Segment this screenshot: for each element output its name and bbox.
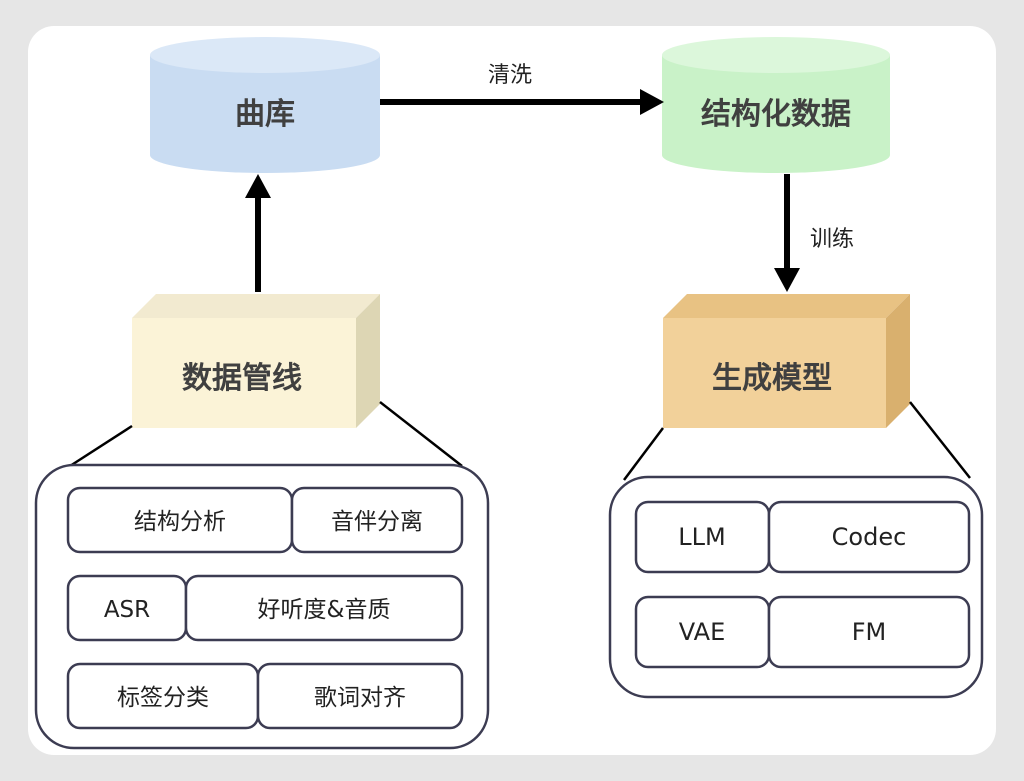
pipeline-item-label: 标签分类: [117, 685, 209, 711]
model-item-codec: [767, 500, 971, 574]
pipeline-item-label: ASR: [104, 597, 150, 623]
pipeline-box-side: [356, 294, 380, 428]
structured-cylinder-top: [662, 37, 890, 73]
model-item-fm: [767, 595, 971, 669]
model-label: 生成模型: [712, 361, 832, 396]
library-label: 曲库: [235, 97, 295, 132]
train-arrowhead: [774, 268, 800, 292]
model-connector-left: [623, 427, 664, 481]
model-item-label: Codec: [832, 523, 907, 551]
clean-edge-label: 清洗: [488, 63, 532, 88]
clean-arrowhead: [640, 89, 664, 115]
pipeline-to-library-arrowhead: [245, 174, 271, 198]
pipeline-item-source-separation: [290, 486, 464, 554]
pipeline-item-label: 好听度&音质: [258, 597, 391, 623]
model-box-top: [663, 294, 910, 318]
pipeline-connector-left: [69, 424, 133, 468]
structured-cylinder-body: [662, 55, 890, 173]
structured-data-cylinder: 结构化数据: [662, 37, 890, 173]
model-box-side: [886, 294, 910, 428]
pipeline-box: 数据管线: [132, 294, 380, 428]
pipeline-item-quality: [184, 574, 464, 642]
library-cylinder-body: [150, 55, 380, 173]
model-box: 生成模型: [663, 294, 910, 428]
model-box-front: [663, 318, 886, 428]
model-connector-right: [909, 401, 971, 479]
pipeline-box-top: [132, 294, 380, 318]
pipeline-box-front: [132, 318, 356, 428]
model-item-label: FM: [852, 618, 887, 646]
model-item-label: LLM: [678, 523, 725, 551]
pipeline-item-label: 歌词对齐: [314, 685, 406, 711]
pipeline-item-label: 音伴分离: [331, 509, 423, 535]
library-cylinder: 曲库: [150, 37, 380, 173]
train-edge-label: 训练: [810, 227, 854, 252]
pipeline-item-label: 结构分析: [134, 509, 226, 535]
structured-data-label: 结构化数据: [701, 97, 851, 132]
pipeline-connector-right: [379, 401, 463, 467]
pipeline-label: 数据管线: [182, 361, 302, 396]
model-item-label: VAE: [679, 618, 725, 646]
library-cylinder-top: [150, 37, 380, 73]
pipeline-item-lyrics-alignment: [256, 662, 464, 730]
